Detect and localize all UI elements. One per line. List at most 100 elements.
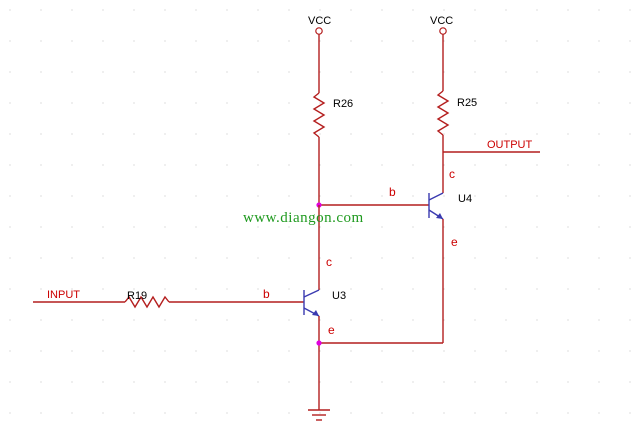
grid-dot bbox=[598, 257, 600, 259]
grid-dot bbox=[257, 350, 259, 352]
grid-dot bbox=[319, 71, 321, 73]
grid-dot bbox=[350, 350, 352, 352]
grid-dot bbox=[505, 226, 507, 228]
grid-dot bbox=[133, 319, 135, 321]
grid-dot bbox=[195, 133, 197, 135]
grid-dot bbox=[350, 257, 352, 259]
grid-dot bbox=[102, 9, 104, 11]
grid-dot bbox=[319, 226, 321, 228]
grid-dot bbox=[474, 9, 476, 11]
grid-dot bbox=[71, 319, 73, 321]
grid-dot bbox=[567, 164, 569, 166]
grid-dot bbox=[257, 71, 259, 73]
output-net: OUTPUT bbox=[443, 139, 540, 153]
grid-dot bbox=[598, 226, 600, 228]
grid-dot bbox=[505, 257, 507, 259]
grid-dot bbox=[102, 257, 104, 259]
grid-dot bbox=[598, 350, 600, 352]
grid-dot bbox=[164, 164, 166, 166]
grid-dot bbox=[164, 412, 166, 414]
grid-dot bbox=[474, 71, 476, 73]
grid-dot bbox=[9, 319, 11, 321]
grid-dot bbox=[288, 288, 290, 290]
grid-dot bbox=[257, 381, 259, 383]
grid-dot bbox=[133, 71, 135, 73]
grid-dot bbox=[536, 319, 538, 321]
grid-dot bbox=[102, 71, 104, 73]
grid-dot bbox=[257, 164, 259, 166]
grid-dot bbox=[536, 350, 538, 352]
u4-emitter-pin: e bbox=[451, 235, 458, 249]
grid-dot bbox=[71, 40, 73, 42]
grid-dot bbox=[40, 350, 42, 352]
grid-dot bbox=[257, 412, 259, 414]
grid-dot bbox=[9, 226, 11, 228]
grid-dot bbox=[412, 195, 414, 197]
grid-dot bbox=[567, 319, 569, 321]
grid-dot bbox=[350, 319, 352, 321]
grid-dot bbox=[195, 226, 197, 228]
grid-dot bbox=[474, 226, 476, 228]
r19-label: R19 bbox=[127, 290, 147, 302]
grid-dot bbox=[412, 133, 414, 135]
u3-emitter-pin: e bbox=[328, 323, 335, 337]
u3-collector-pin: c bbox=[326, 255, 332, 269]
input-label: INPUT bbox=[47, 289, 80, 301]
grid-dot bbox=[9, 195, 11, 197]
grid-dot bbox=[71, 9, 73, 11]
grid-dot bbox=[288, 9, 290, 11]
grid-dot bbox=[164, 226, 166, 228]
grid-dot bbox=[102, 40, 104, 42]
grid-dot bbox=[474, 102, 476, 104]
grid-dot bbox=[629, 319, 631, 321]
grid-dot bbox=[288, 71, 290, 73]
grid-dot bbox=[629, 350, 631, 352]
grid-dot bbox=[443, 40, 445, 42]
grid-dot bbox=[257, 288, 259, 290]
grid-dot bbox=[257, 257, 259, 259]
grid-dot bbox=[505, 381, 507, 383]
grid-dot bbox=[443, 412, 445, 414]
grid-dot bbox=[381, 40, 383, 42]
grid-dot bbox=[288, 133, 290, 135]
output-label: OUTPUT bbox=[487, 139, 533, 151]
junction-node-lower bbox=[316, 340, 322, 346]
grid-dot bbox=[102, 164, 104, 166]
grid-dot bbox=[350, 40, 352, 42]
grid-dot bbox=[226, 71, 228, 73]
grid-dot bbox=[536, 102, 538, 104]
grid-dot bbox=[102, 381, 104, 383]
grid-dot bbox=[536, 40, 538, 42]
grid-dot bbox=[505, 288, 507, 290]
vcc-left: VCC bbox=[308, 15, 331, 35]
grid-dot bbox=[257, 319, 259, 321]
grid-dot bbox=[133, 133, 135, 135]
grid-dot bbox=[226, 9, 228, 11]
grid-dot bbox=[629, 412, 631, 414]
grid-dot bbox=[133, 350, 135, 352]
grid-dot bbox=[443, 164, 445, 166]
grid-dot bbox=[195, 412, 197, 414]
grid-dot bbox=[257, 195, 259, 197]
grid-dot bbox=[9, 133, 11, 135]
grid-dot bbox=[319, 412, 321, 414]
grid-dot bbox=[288, 350, 290, 352]
grid-dot bbox=[40, 195, 42, 197]
grid-dot bbox=[133, 195, 135, 197]
grid-dot bbox=[319, 288, 321, 290]
grid-dot bbox=[9, 102, 11, 104]
grid-dot bbox=[195, 9, 197, 11]
grid-dot bbox=[598, 71, 600, 73]
transistor-u3: b c e U3 bbox=[263, 255, 346, 410]
vcc-left-label: VCC bbox=[308, 15, 331, 27]
grid-dot bbox=[40, 71, 42, 73]
grid-dot bbox=[412, 164, 414, 166]
grid-dot bbox=[598, 288, 600, 290]
grid-dot bbox=[598, 133, 600, 135]
grid-dot bbox=[133, 257, 135, 259]
grid-dot bbox=[133, 412, 135, 414]
grid-dot bbox=[443, 133, 445, 135]
grid-dot bbox=[71, 71, 73, 73]
grid-dot bbox=[133, 226, 135, 228]
